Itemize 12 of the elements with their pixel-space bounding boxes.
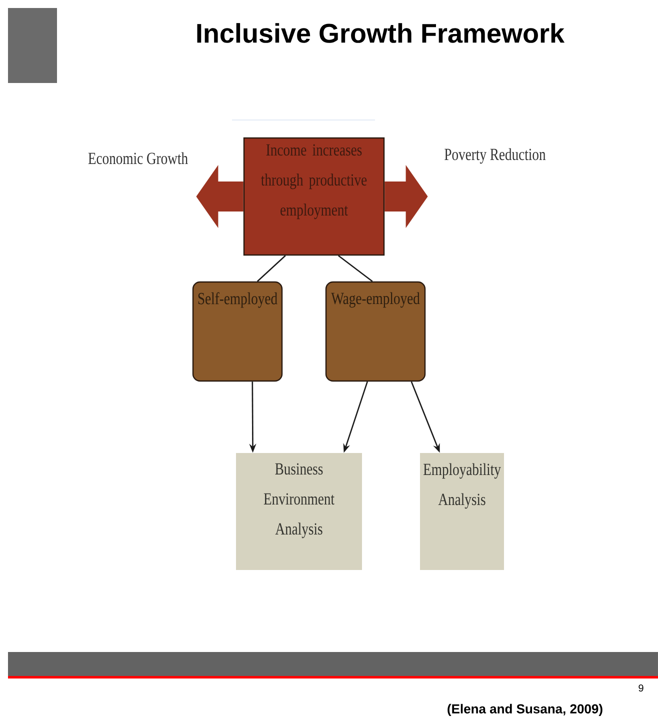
- process-box: Income increases through productive employment: [243, 137, 385, 256]
- connector-line: [256, 255, 286, 282]
- connector-line: [338, 255, 373, 282]
- economic-growth-label: Economic Growth: [88, 152, 188, 164]
- category-box: Wage-employed: [325, 281, 426, 382]
- category-box: Self-employed: [192, 281, 283, 382]
- analysis-box: Employability Analysis: [420, 453, 504, 570]
- title: Inclusive Growth Framework: [197, 23, 565, 43]
- source-note: (Elena and Susana, 2009): [448, 704, 602, 716]
- poverty-reduction-label: Poverty Reduction: [444, 148, 546, 164]
- analysis-box: Business Environment Analysis: [236, 453, 362, 570]
- page-number: 9: [638, 684, 644, 692]
